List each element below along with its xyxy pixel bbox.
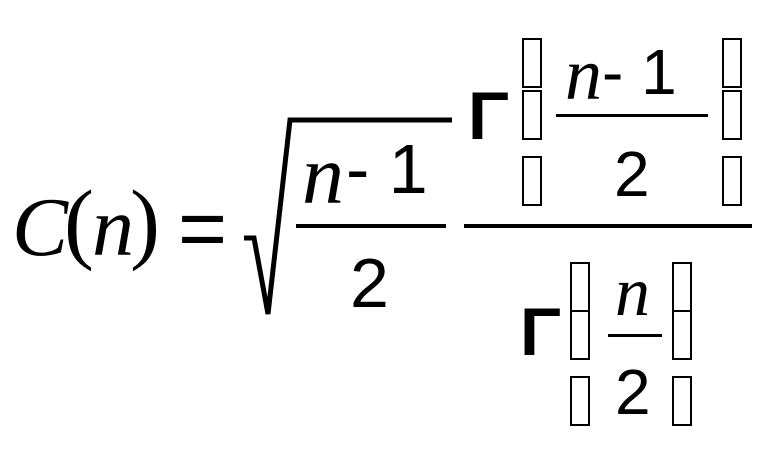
close-paren: ) [130,173,160,272]
gamma-denominator-variable: n [615,254,650,331]
open-paren: ( [64,173,94,272]
bracket-glyph-icon [722,156,742,206]
bracket-glyph-icon [722,90,742,140]
function-name: C [12,181,69,274]
gamma-numerator-symbol: Γ [468,78,509,154]
bracket-glyph-icon [522,90,542,140]
sqrt-fraction-bar [296,224,446,228]
gamma-numerator-denominator: 2 [614,138,650,210]
gamma-denominator-denominator: 2 [615,356,651,428]
bracket-glyph-icon [522,156,542,206]
gamma-denominator-fraction-bar [608,334,662,337]
bracket-glyph-icon [722,38,742,88]
bracket-glyph-icon [672,376,692,426]
bracket-glyph-icon [522,38,542,88]
equals-sign: = [178,181,228,275]
lhs-variable: n [92,181,134,274]
sqrt-denominator: 2 [350,244,389,322]
bracket-glyph-icon [672,310,692,360]
gamma-denominator-symbol: Γ [520,294,561,370]
bracket-glyph-icon [570,262,590,312]
bracket-glyph-icon [672,262,692,312]
gamma-numerator-rest: - 1 [602,36,677,108]
gamma-numerator-fraction-bar [556,114,708,117]
main-fraction-bar [464,224,752,228]
sqrt-numerator-rest: - 1 [346,130,428,208]
bracket-glyph-icon [570,310,590,360]
gamma-numerator-variable: n [565,34,602,116]
bracket-glyph-icon [570,376,590,426]
sqrt-numerator-variable: n [302,129,344,222]
